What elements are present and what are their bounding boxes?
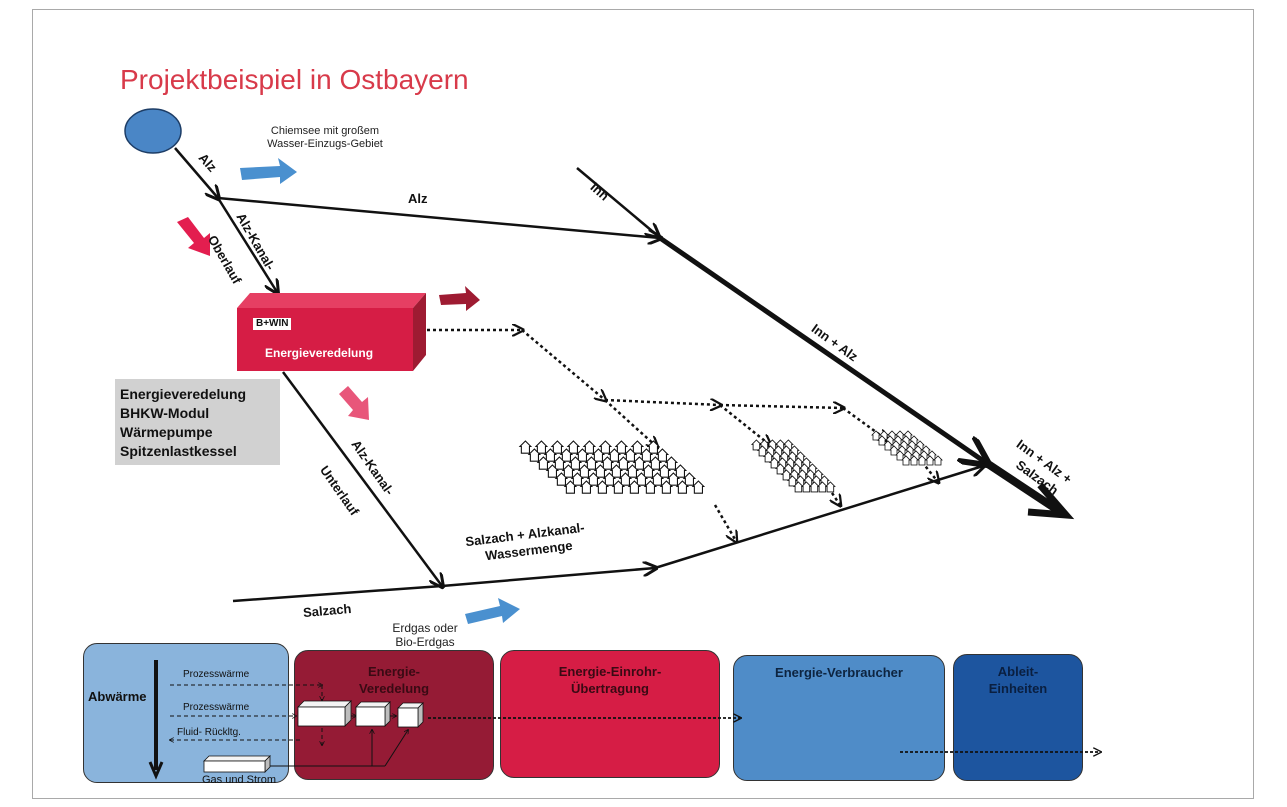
- stage-ableit: Ableit- Einheiten: [953, 654, 1083, 781]
- house-icon: [692, 480, 705, 494]
- chiemsee-note-line1: Chiemsee mit großem: [270, 125, 380, 137]
- house-icon: [674, 464, 687, 478]
- consumer-houses-small: [871, 430, 943, 466]
- stage-veredelung-title-2: Veredelung: [358, 681, 430, 696]
- alz-canal-lower: [281, 371, 442, 586]
- inn-river: [576, 167, 658, 236]
- house-icon: [683, 472, 696, 486]
- stage-ableit-title-2: Einheiten: [988, 681, 1048, 696]
- house-icon: [656, 448, 669, 462]
- house-icon: [551, 440, 564, 454]
- stage-veredelung: Energie- Veredelung: [294, 650, 494, 780]
- stage-abwaerme: [83, 643, 289, 783]
- house-icon: [599, 440, 612, 454]
- stage-verbraucher: Energie-Verbraucher: [733, 655, 945, 781]
- house-icon: [583, 440, 596, 454]
- red-flow-arrow: [177, 217, 210, 256]
- stage-uebertragung-title-1: Energie-Einrohr-: [558, 664, 662, 679]
- stage-uebertragung-title-2: Übertragung: [571, 681, 649, 696]
- darkred-flow-arrow: [439, 286, 480, 311]
- blue-flow-arrow: [240, 158, 297, 184]
- stage-verbraucher-title: Energie-Verbraucher: [775, 665, 903, 680]
- stage-uebertragung: Energie-Einrohr- Übertragung: [500, 650, 720, 778]
- salzach-river: [232, 584, 443, 603]
- house-icon: [631, 440, 644, 454]
- gas-strom-label: Gas und Strom: [202, 774, 276, 786]
- prozess-label-1: Prozesswärme: [183, 669, 250, 680]
- consumer-houses-medium: [751, 439, 836, 493]
- house-icon: [647, 440, 660, 454]
- rueck-label: Fluid- Rückltg.: [177, 727, 241, 738]
- gas-note-line2: Bio-Erdgas: [395, 635, 455, 649]
- label-alz-main: Alz: [408, 191, 428, 206]
- inn-alz-salzach-river: [982, 458, 1065, 517]
- alz-river-upper: [174, 147, 218, 198]
- alz-canal-upper: [216, 197, 277, 292]
- prozess-label-2: Prozesswärme: [183, 702, 250, 713]
- heat-distribution-lines: [427, 330, 938, 541]
- info-line-4: Spitzenlastkessel: [120, 443, 237, 459]
- plant-box: [237, 293, 426, 371]
- gas-flow-arrow: [465, 598, 520, 624]
- gas-note: Erdgas oder Bio-Erdgas: [385, 621, 465, 649]
- house-icon: [567, 440, 580, 454]
- stage-veredelung-title-1: Energie-: [367, 664, 420, 679]
- pink-flow-arrow: [339, 386, 369, 420]
- house-icon: [519, 440, 532, 454]
- info-line-1: Energieveredelung: [120, 386, 247, 402]
- inn-alz-river: [658, 235, 985, 462]
- inn-alz-salzach-arrowhead: [1027, 482, 1075, 520]
- plant-info-box: Energieveredelung BHKW-Modul Wärmepumpe …: [115, 379, 280, 465]
- house-icon: [665, 456, 678, 470]
- alz-river-main: [217, 196, 660, 238]
- plant-label: Energieveredelung: [265, 346, 374, 360]
- plant-logo: B+WIN: [256, 318, 289, 329]
- chiemsee-note-line2: Wasser-Einzugs-Gebiet: [267, 138, 383, 150]
- chiemsee-note: Chiemsee mit großem Wasser-Einzugs-Gebie…: [250, 125, 400, 151]
- info-line-3: Wärmepumpe: [120, 424, 213, 440]
- gas-note-line1: Erdgas oder: [392, 621, 458, 635]
- consumer-houses-large: [519, 440, 705, 494]
- info-line-2: BHKW-Modul: [120, 405, 210, 421]
- chiemsee-lake: [124, 108, 182, 154]
- abwaerme-title: Abwärme: [88, 689, 147, 704]
- slide-title: Projektbeispiel in Ostbayern: [120, 64, 469, 95]
- house-icon: [535, 440, 548, 454]
- house-icon: [615, 440, 628, 454]
- salzach-canal-river: [441, 568, 655, 588]
- stage-ableit-title-1: Ableit-: [997, 664, 1039, 679]
